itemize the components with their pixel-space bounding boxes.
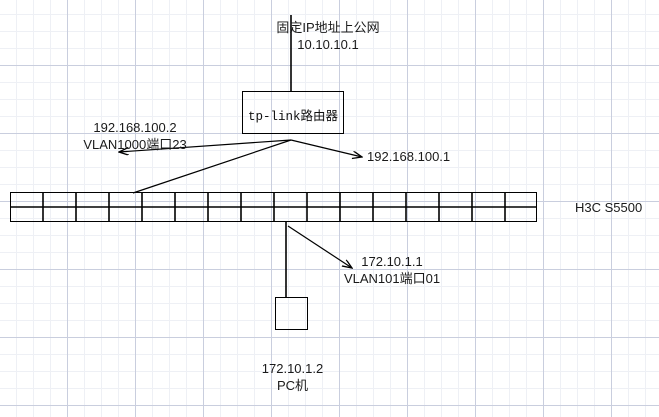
- vlan1000-line2: VLAN1000端口23: [83, 137, 187, 152]
- switch-model-annotation: H3C S5500: [575, 199, 642, 216]
- uplink-line1: 固定IP地址上公网: [276, 20, 380, 35]
- pc-annotation: 172.10.1.2 PC机: [215, 360, 370, 394]
- router-lan-line1: 192.168.100.1: [367, 149, 451, 164]
- switch-model-line1: H3C S5500: [575, 200, 643, 215]
- vlan1000-annotation: 192.168.100.2 VLAN1000端口23: [40, 119, 230, 153]
- pc-node[interactable]: [275, 297, 308, 330]
- vlan101-line2: VLAN101端口01: [343, 271, 441, 286]
- pc-line2: PC机: [276, 378, 309, 393]
- vlan101-arrow: [287, 225, 352, 268]
- router-node[interactable]: [242, 91, 344, 134]
- vlan101-annotation: 172.10.1.1 VLAN101端口01: [292, 253, 492, 287]
- router-lan-annotation: 192.168.100.1: [367, 148, 450, 165]
- router-lan-arrow: [290, 139, 362, 157]
- uplink-line2: 10.10.10.1: [297, 37, 359, 52]
- vlan1000-line1: 192.168.100.2: [93, 120, 177, 135]
- router-label: tp-link路由器: [247, 110, 338, 124]
- vlan1000-arrow: [119, 139, 292, 152]
- vlan101-line1: 172.10.1.1: [361, 254, 423, 269]
- pc-line1: 172.10.1.2: [261, 361, 324, 376]
- uplink-annotation: 固定IP地址上公网 10.10.10.1: [228, 19, 428, 53]
- vlan1000-leg: [132, 139, 292, 194]
